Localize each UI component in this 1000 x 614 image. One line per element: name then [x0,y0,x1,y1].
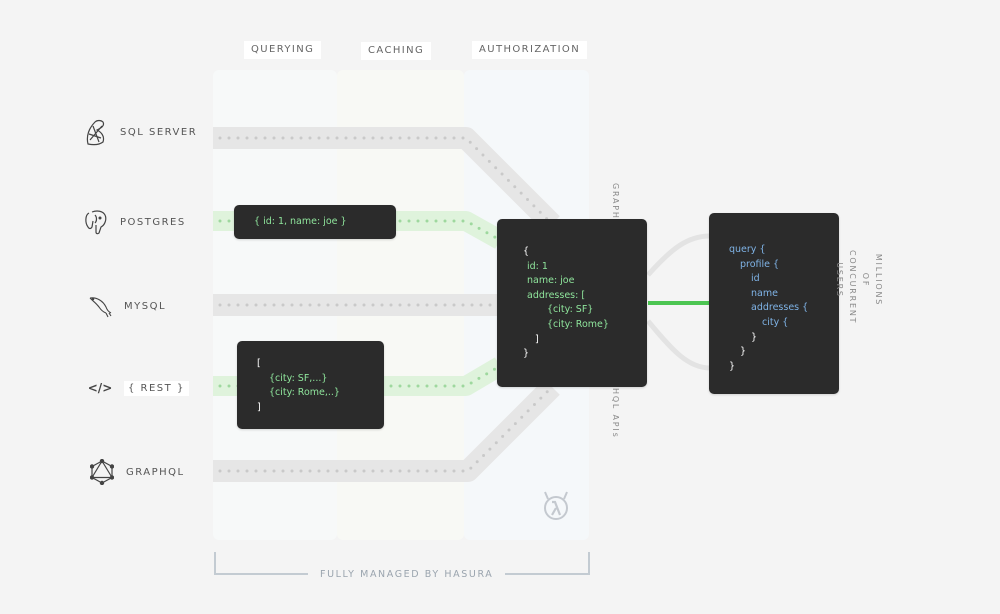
query-line: id [751,273,760,285]
source-rest: </> { REST } [86,374,189,402]
source-label: GRAPHQL [126,466,185,478]
consumers-label: MILLIONS OF CONCURRENT USERS [835,250,883,325]
query-line: city { [762,316,789,328]
merged-field: id: 1 [527,260,548,272]
graphql-apis-label-bottom: HQL APIs [611,388,620,439]
footer-label: FULLY MANAGED BY HASURA [308,569,506,580]
consumer-line-top [646,233,711,277]
postgres-elephant-icon [82,208,110,236]
sql-server-icon [82,118,110,146]
pipe-sql-server [213,127,560,232]
source-graphql: GRAPHQL [88,458,185,486]
rest-result-line: {city: SF,...} [269,372,328,384]
column-heading-caching: CACHING [361,42,432,60]
query-line: profile { [740,258,780,270]
source-label: POSTGRES [120,216,186,228]
consumer-line-bottom [646,319,711,371]
merged-address: {city: Rome} [547,318,609,330]
rest-result-close: ] [257,401,261,413]
rest-result-open: [ [257,358,261,369]
merged-response-card: { id: 1 name: joe addresses: [ {city: SF… [497,219,647,387]
merged-close: } [523,348,530,360]
source-mysql: MYSQL [86,292,166,320]
column-heading-authorization: AUTHORIZATION [472,41,588,59]
source-postgres: POSTGRES [82,208,186,236]
postgres-result-card: { id: 1, name: joe } [234,205,396,239]
source-label: { REST } [124,380,189,396]
graphql-query-card: query { profile { id name addresses { ci… [709,213,839,394]
column-heading-querying: QUERYING [244,41,322,59]
mysql-dolphin-icon [86,292,114,320]
query-line: query { [729,244,766,255]
query-line: } [729,360,736,372]
code-brackets-icon: </> [87,381,113,395]
hasura-logo-icon [541,490,571,526]
pipe-graphql [213,379,560,482]
source-sql-server: SQL SERVER [82,118,197,146]
query-line: addresses { [751,302,809,314]
rest-result-line: {city: Rome,..} [269,387,340,399]
merged-address: {city: SF} [547,304,594,316]
merged-close-array: ] [535,333,539,345]
rest-result-card: [ {city: SF,...} {city: Rome,..} ] [237,341,384,429]
query-line: name [751,287,778,299]
pipe-dots-sql-server [218,136,554,226]
query-line: } [740,346,747,358]
merged-field: addresses: [ [527,289,586,301]
postgres-result-text: { id: 1, name: joe } [254,216,347,227]
merged-field: name: joe [527,275,575,287]
source-label: MYSQL [124,300,167,312]
query-line: } [751,331,758,343]
merged-open: { [523,246,530,257]
source-label: SQL SERVER [120,126,198,138]
graphql-icon [88,458,116,486]
